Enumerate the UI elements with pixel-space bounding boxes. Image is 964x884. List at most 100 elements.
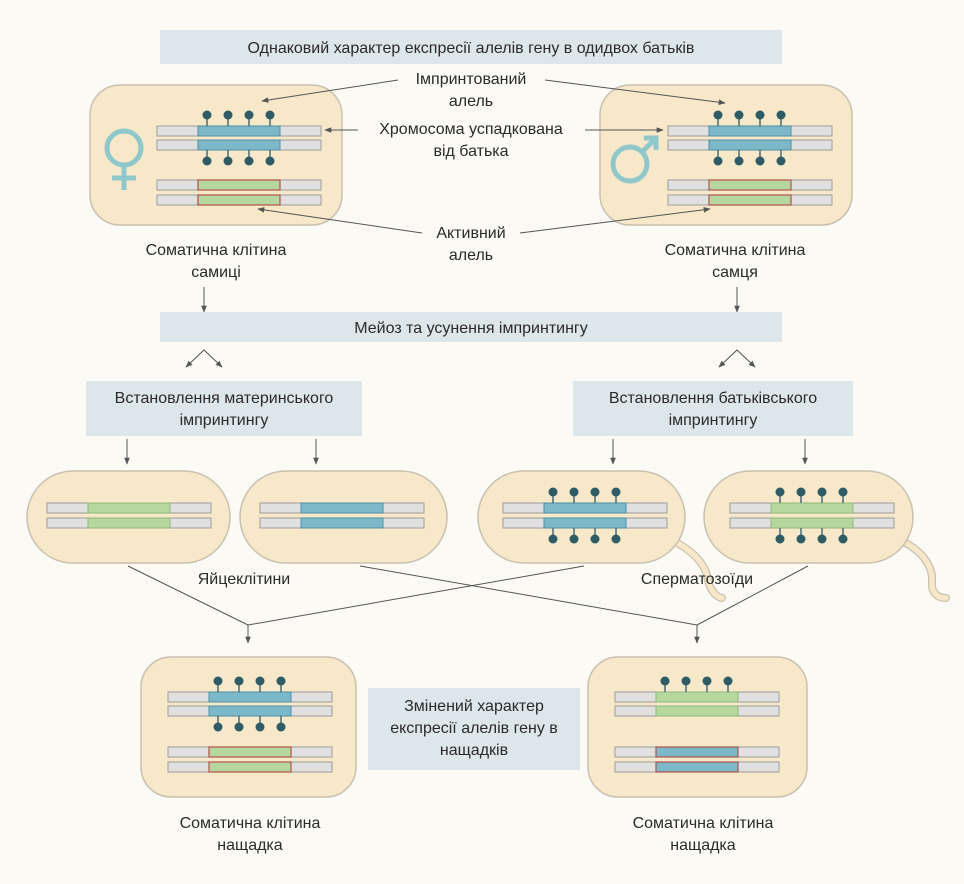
methyl-dot: [255, 722, 265, 732]
offspring-left-caption-1: Соматична клітина: [180, 815, 321, 832]
offspring-right-methyl-groups: [660, 676, 733, 692]
sperm-2-chromosomes: [729, 502, 895, 529]
methyl-dot: [548, 487, 558, 497]
fertilization-lines: [127, 565, 809, 644]
methyl-dot: [817, 534, 827, 544]
methyl-dot: [590, 534, 600, 544]
methyl-dot: [213, 676, 223, 686]
offspring-right-caption-2: нащадка: [670, 837, 735, 854]
sperm-1-tail-fill: [669, 537, 725, 601]
offspring-cell-right: [587, 656, 808, 798]
methyl-dot: [276, 676, 286, 686]
gamete-arrows: [124, 439, 808, 465]
changed-expression-banner: [368, 688, 580, 770]
paternal-chromosome-label-1: Хромосома успадкована: [379, 121, 563, 138]
methyl-dot: [244, 156, 254, 166]
callout-arrows: [257, 79, 726, 234]
changed-expression-text-1: Змінений характер: [404, 698, 544, 715]
paternal-chromosome-label-2: від батька: [433, 143, 508, 160]
male-cell-caption-2: самця: [712, 264, 758, 281]
offspring-right-caption-1: Соматична клітина: [633, 815, 774, 832]
methyl-dot: [569, 487, 579, 497]
male-imprinted-chromosome-pair: [667, 125, 833, 151]
methyl-dot: [755, 110, 765, 120]
methyl-dot: [702, 676, 712, 686]
offspring-left-imprinted-pair: [167, 691, 333, 717]
methyl-dot: [234, 722, 244, 732]
female-cell-caption-2: самиці: [191, 264, 241, 281]
methyl-dot: [713, 156, 723, 166]
male-cell-caption-1: Соматична клітина: [665, 242, 806, 259]
sperm-1-methyl-groups: [548, 487, 621, 544]
egg-2-chromosomes: [259, 502, 425, 529]
changed-expression-text-3: нащадків: [440, 742, 508, 759]
top-banner-text: Однаковий характер експресії алелів гену…: [248, 40, 695, 57]
offspring-right-active-pair: [614, 746, 780, 773]
changed-expression-text-2: експресії алелів гену в: [390, 720, 558, 737]
sperm-2-tail: [896, 536, 950, 602]
methyl-dot: [660, 676, 670, 686]
methyl-dot: [223, 110, 233, 120]
methyl-dot: [244, 110, 254, 120]
methyl-dot: [775, 487, 785, 497]
maternal-imprint-text-2: імпринтингу: [180, 412, 269, 429]
methyl-dot: [796, 534, 806, 544]
male-symbol-icon: [610, 135, 659, 184]
methyl-dot: [776, 156, 786, 166]
methyl-dot: [202, 110, 212, 120]
methyl-dot: [776, 110, 786, 120]
female-cell-caption-1: Соматична клітина: [146, 242, 287, 259]
sperm-cell-2: [703, 470, 914, 564]
maternal-imprint-banner: [86, 381, 362, 436]
female-methyl-groups: [202, 110, 275, 166]
methyl-dot: [734, 110, 744, 120]
active-allele-label-2: алель: [449, 247, 493, 264]
methyl-dot: [775, 534, 785, 544]
methyl-dot: [234, 676, 244, 686]
split-arrows: [185, 349, 756, 368]
methyl-dot: [681, 676, 691, 686]
maternal-imprint-text-1: Встановлення материнського: [115, 390, 334, 407]
methyl-dot: [838, 534, 848, 544]
female-imprinted-chromosome-pair: [156, 125, 322, 151]
sperm-2-methyl-groups: [775, 487, 848, 544]
methyl-dot: [569, 534, 579, 544]
methyl-dot: [755, 156, 765, 166]
sperm-1-chromosomes: [502, 502, 668, 529]
sperm-2-tail-fill: [897, 537, 949, 601]
methyl-dot: [611, 487, 621, 497]
top-banner: [160, 30, 782, 64]
methyl-dot: [590, 487, 600, 497]
methyl-dot: [734, 156, 744, 166]
methyl-dot: [255, 676, 265, 686]
offspring-left-active-pair: [167, 746, 333, 773]
paternal-imprint-banner: [573, 381, 853, 436]
eggs-caption: Яйцеклітини: [198, 571, 290, 588]
sperm-caption: Сперматозоїди: [641, 571, 753, 588]
paternal-imprint-text-2: імпринтингу: [669, 412, 758, 429]
methyl-dot: [265, 156, 275, 166]
methyl-dot: [713, 110, 723, 120]
methyl-dot: [817, 487, 827, 497]
egg-cell-1: [26, 470, 231, 564]
egg-cell-2: [239, 470, 448, 564]
offspring-cell-left: [140, 656, 357, 798]
male-methyl-groups: [713, 110, 786, 166]
methyl-dot: [796, 487, 806, 497]
methyl-dot: [276, 722, 286, 732]
meiosis-banner: [160, 312, 782, 342]
methyl-dot: [548, 534, 558, 544]
meiosis-banner-text: Мейоз та усунення імпринтингу: [354, 320, 588, 337]
egg-1-chromosomes: [46, 502, 212, 529]
sperm-cell-1: [477, 470, 686, 564]
paternal-imprint-text-1: Встановлення батьківського: [609, 390, 817, 407]
methyl-dot: [838, 487, 848, 497]
methyl-dot: [611, 534, 621, 544]
male-active-chromosome-pair: [667, 179, 833, 206]
methyl-dot: [202, 156, 212, 166]
active-allele-label-1: Активний: [436, 225, 505, 242]
methyl-dot: [223, 156, 233, 166]
methyl-dot: [265, 110, 275, 120]
female-symbol-icon: [104, 128, 144, 190]
